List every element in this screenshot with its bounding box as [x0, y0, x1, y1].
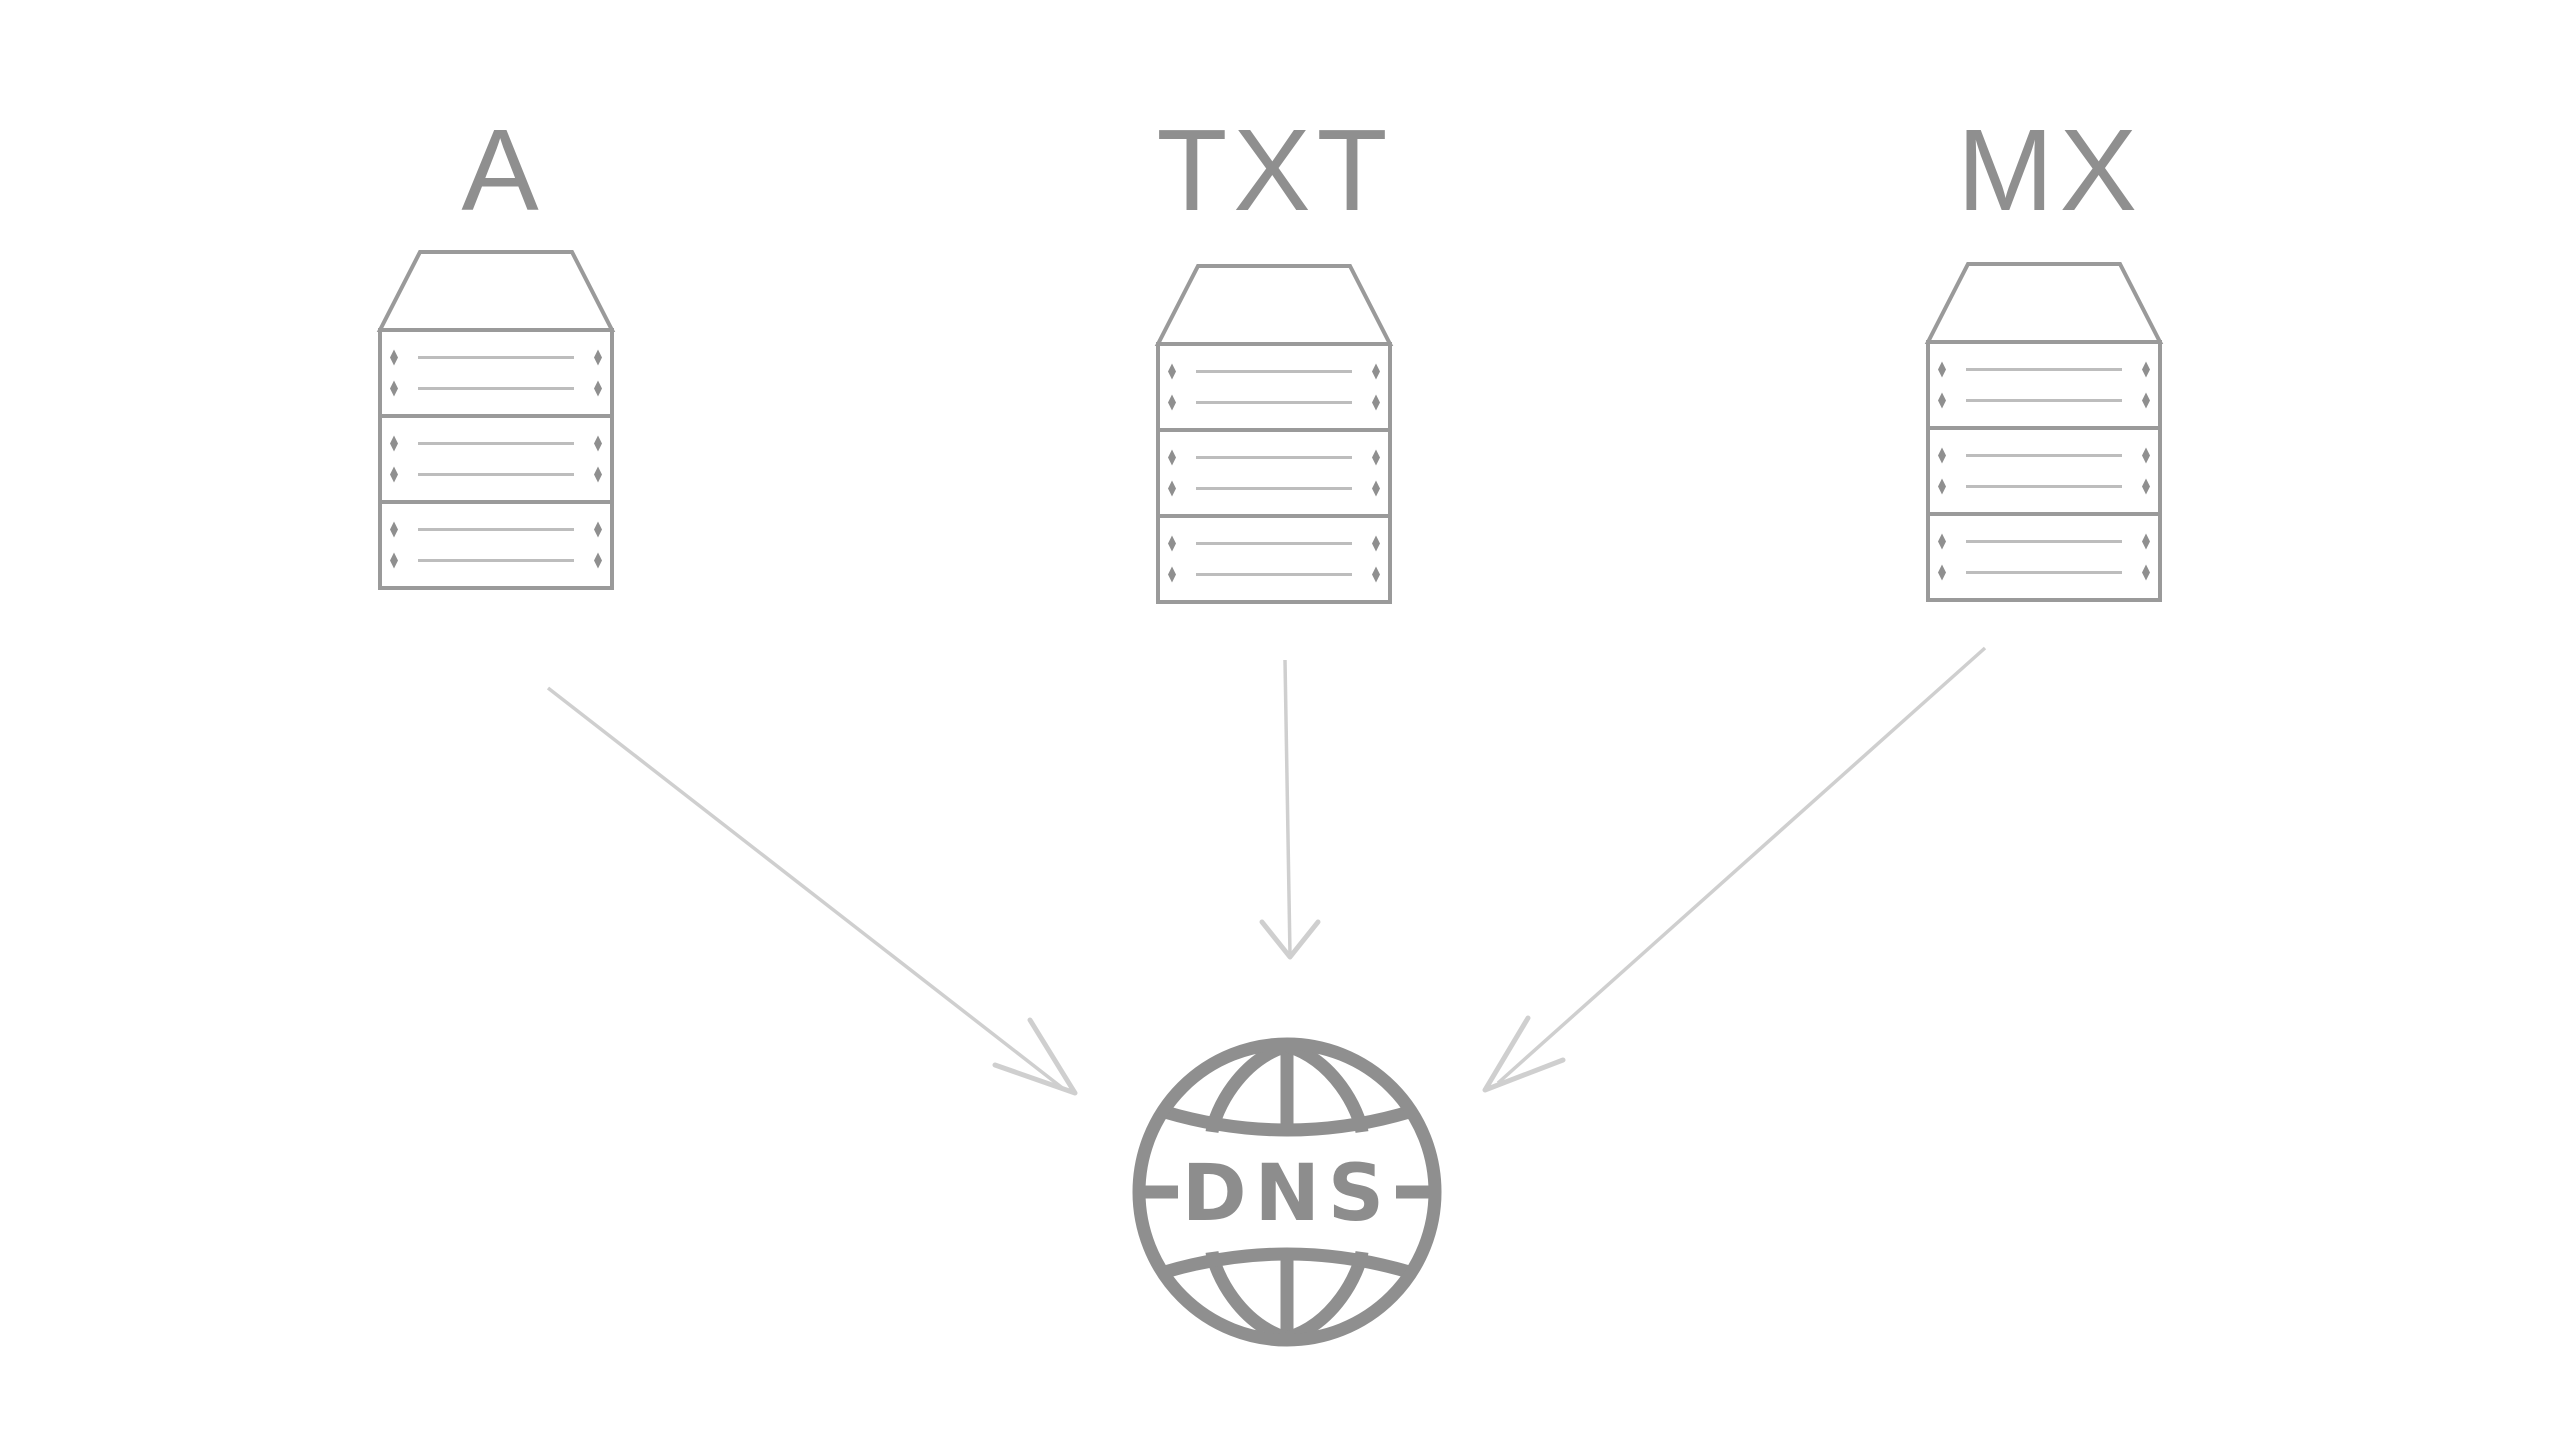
server-led [1938, 478, 1946, 495]
arrows-group [546, 646, 1987, 1096]
server-led [594, 466, 602, 483]
server-led [1168, 363, 1176, 380]
server-led [1168, 394, 1176, 411]
server-led [1938, 533, 1946, 550]
record-label-mx: MX [1957, 105, 2143, 235]
server-led [594, 552, 602, 569]
server-unit [1926, 340, 2162, 430]
server-led [1938, 447, 1946, 464]
record-label-a: A [461, 105, 544, 235]
server-led [1168, 449, 1176, 466]
server-icon-mx [1924, 262, 2164, 602]
server-top [1154, 264, 1394, 346]
server-led [390, 552, 398, 569]
server-led [2142, 564, 2150, 581]
server-led [2142, 392, 2150, 409]
server-led [2142, 478, 2150, 495]
server-led [1372, 566, 1380, 583]
arrow-head-txt [1259, 919, 1321, 960]
server-unit [1926, 426, 2162, 516]
server-unit [378, 500, 614, 590]
record-label-txt: TXT [1156, 105, 1393, 235]
server-led [1372, 363, 1380, 380]
globe-outline [1132, 1037, 1442, 1347]
server-top [376, 250, 616, 332]
dns-globe-icon: DNS [1132, 1037, 1442, 1347]
servers-group [376, 250, 2164, 604]
arrow-txt-to-dns [1283, 659, 1292, 956]
server-unit [1156, 514, 1392, 604]
server-unit [1926, 512, 2162, 602]
server-unit [1156, 428, 1392, 518]
server-led [594, 349, 602, 366]
globe-label: DNS [1182, 1149, 1392, 1239]
server-icon-a [376, 250, 616, 590]
server-led [1938, 564, 1946, 581]
server-led [2142, 447, 2150, 464]
server-led [2142, 361, 2150, 378]
server-unit [378, 414, 614, 504]
server-led [1372, 480, 1380, 497]
arrow-head-mx [1482, 1015, 1566, 1093]
server-led [1168, 480, 1176, 497]
server-led [1372, 535, 1380, 552]
server-led [1372, 449, 1380, 466]
server-unit [378, 328, 614, 418]
server-icon-txt [1154, 264, 1394, 604]
server-led [390, 380, 398, 397]
server-led [1938, 392, 1946, 409]
server-led [390, 521, 398, 538]
server-led [1168, 535, 1176, 552]
arrow-mx-to-dns [1496, 646, 1987, 1085]
server-led [2142, 533, 2150, 550]
server-led [594, 521, 602, 538]
server-led [1372, 394, 1380, 411]
server-led [594, 435, 602, 452]
arrow-a-to-dns [546, 686, 1067, 1092]
server-led [390, 466, 398, 483]
server-led [390, 435, 398, 452]
arrow-head-a [992, 1017, 1078, 1096]
server-led [594, 380, 602, 397]
server-top [1924, 262, 2164, 344]
server-led [1168, 566, 1176, 583]
server-unit [1156, 342, 1392, 432]
server-led [390, 349, 398, 366]
server-led [1938, 361, 1946, 378]
